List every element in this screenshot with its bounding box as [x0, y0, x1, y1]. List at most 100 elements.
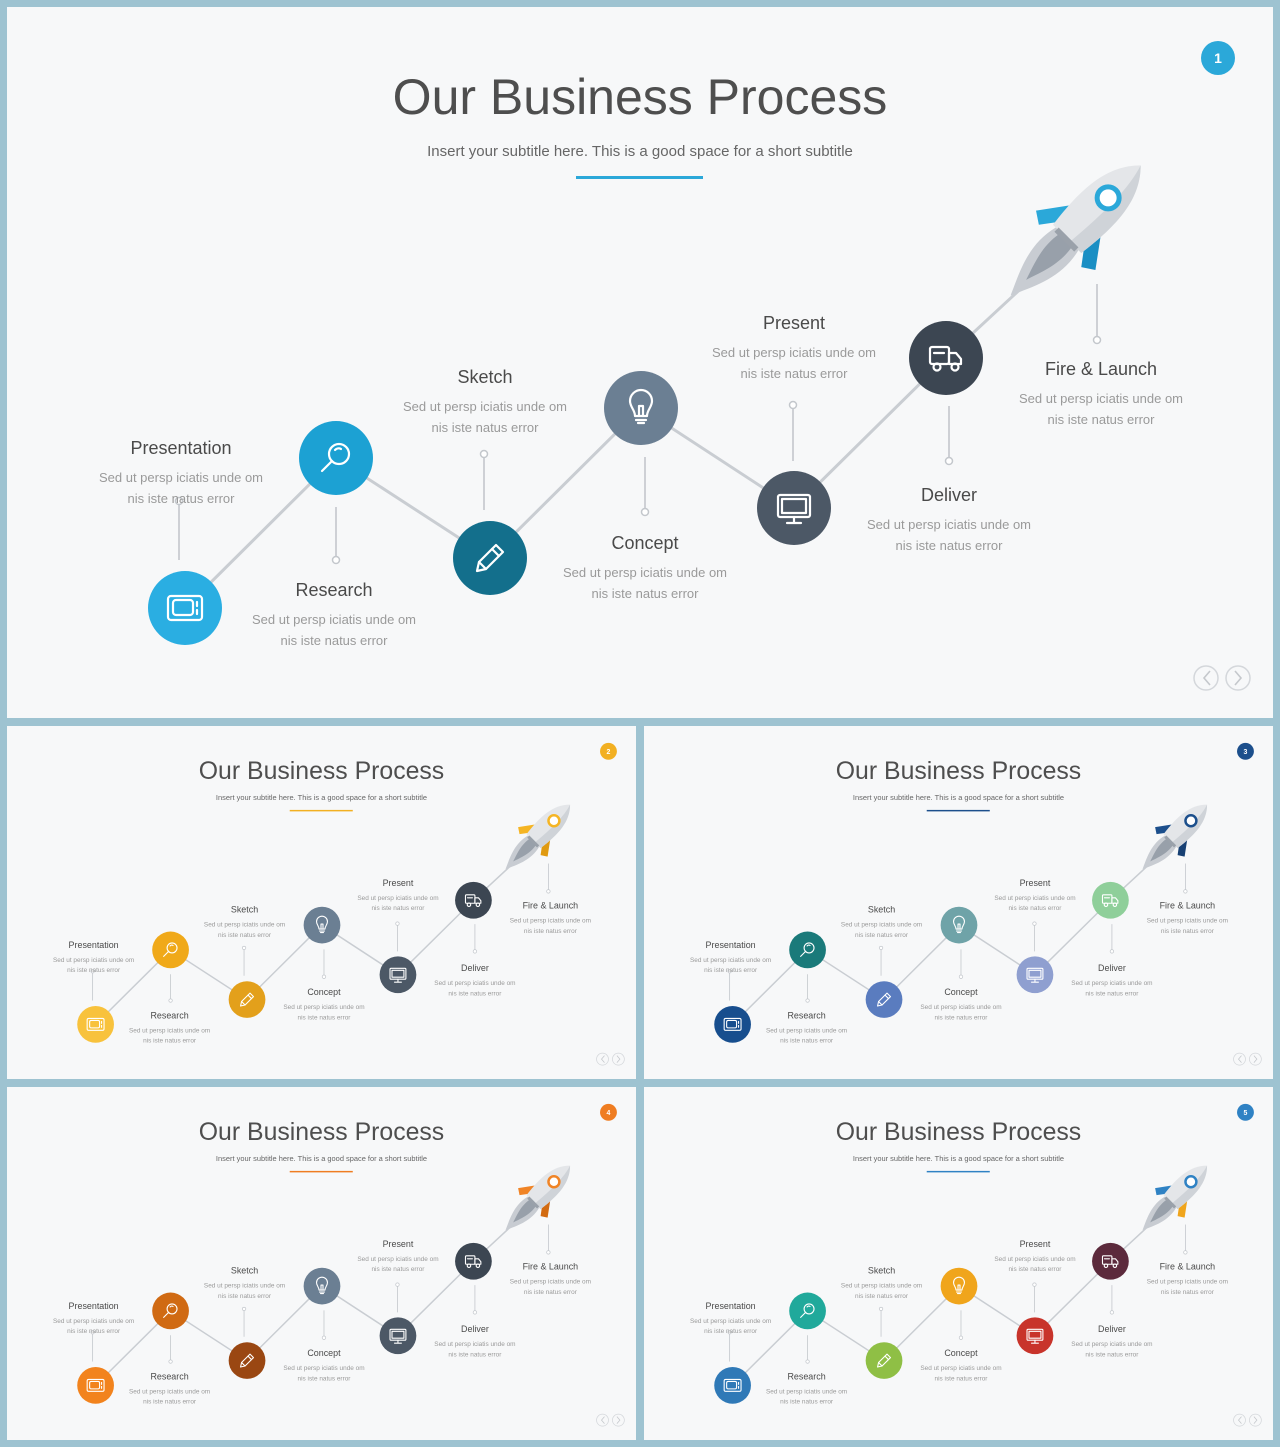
slide-title: Our Business Process: [393, 69, 888, 125]
step-label: Deliver: [1098, 1324, 1126, 1334]
step-desc-line: nis iste natus error: [281, 633, 389, 648]
step-desc-line: nis iste natus error: [704, 1328, 758, 1335]
step-desc-line: Sed ut persp iciatis unde om: [510, 918, 591, 925]
slide-subtitle: Insert your subtitle here. This is a goo…: [853, 793, 1064, 802]
pencil-icon: [877, 1353, 892, 1368]
step-node-presentation: [148, 571, 222, 645]
step-desc-line: Sed ut persp iciatis unde om: [1147, 918, 1228, 925]
step-desc-line: Sed ut persp iciatis unde om: [563, 565, 727, 580]
prev-arrow-icon[interactable]: [596, 1413, 609, 1427]
next-arrow-icon[interactable]: [1249, 1052, 1262, 1066]
step-label: Presentation: [130, 438, 231, 458]
step-desc-line: Sed ut persp iciatis unde om: [841, 922, 922, 929]
pencil-icon: [475, 543, 505, 573]
prev-arrow-icon[interactable]: [1233, 1413, 1246, 1427]
step-desc-line: nis iste natus error: [896, 538, 1004, 553]
monitor-icon: [723, 1017, 742, 1031]
slide-number-badge: 2: [600, 742, 617, 760]
next-arrow-icon[interactable]: [612, 1052, 625, 1066]
search-icon: [800, 942, 815, 957]
monitor-icon: [86, 1378, 105, 1392]
step-desc-line: nis iste natus error: [524, 928, 578, 935]
step-label: Fire & Launch: [1045, 359, 1157, 379]
step-desc-line: nis iste natus error: [143, 1399, 197, 1406]
step-node-concept: [303, 1267, 341, 1305]
truck-icon: [1101, 1255, 1119, 1269]
step-desc-line: nis iste natus error: [780, 1399, 834, 1406]
step-desc-line: Sed ut persp iciatis unde om: [53, 1318, 134, 1325]
slide-subtitle: Insert your subtitle here. This is a goo…: [216, 793, 427, 802]
rocket-icon: [1142, 804, 1208, 870]
next-arrow-icon[interactable]: [612, 1413, 625, 1427]
step-desc-line: Sed ut persp iciatis unde om: [252, 612, 416, 627]
desktop-icon: [389, 967, 407, 983]
slide-number-badge: 4: [600, 1103, 617, 1121]
step-label: Present: [383, 878, 414, 888]
step-node-research: [152, 931, 189, 969]
step-node-presentation: [714, 1367, 751, 1404]
step-desc-line: nis iste natus error: [448, 991, 502, 998]
next-arrow-icon[interactable]: [1225, 665, 1251, 691]
step-desc-line: Sed ut persp iciatis unde om: [867, 517, 1031, 532]
step-desc-line: nis iste natus error: [67, 967, 121, 974]
slide-subtitle: Insert your subtitle here. This is a goo…: [216, 1154, 427, 1163]
rocket-icon: [505, 1165, 571, 1231]
desktop-icon: [1026, 967, 1044, 983]
prev-arrow-icon[interactable]: [1233, 1052, 1246, 1066]
step-label: Concept: [307, 1348, 341, 1358]
pencil-icon: [240, 1353, 255, 1368]
desktop-icon: [389, 1328, 407, 1344]
step-desc-line: Sed ut persp iciatis unde om: [766, 1027, 847, 1034]
step-label: Deliver: [1098, 963, 1126, 973]
step-node-presentation: [77, 1367, 114, 1404]
prev-arrow-icon[interactable]: [1193, 665, 1219, 691]
step-desc-line: nis iste natus error: [218, 1293, 272, 1300]
slide-number-badge: 5: [1237, 1103, 1254, 1121]
prev-arrow-icon[interactable]: [596, 1052, 609, 1066]
step-node-present: [757, 471, 831, 545]
step-label: Research: [150, 1371, 188, 1381]
step-desc-line: nis iste natus error: [1048, 412, 1156, 427]
title-underline: [289, 809, 353, 812]
step-desc-line: nis iste natus error: [1085, 1352, 1139, 1359]
step-label: Deliver: [921, 485, 977, 505]
step-desc-line: nis iste natus error: [298, 1375, 352, 1382]
lightbulb-icon: [315, 1276, 329, 1295]
truck-icon: [464, 1255, 482, 1269]
step-desc-line: nis iste natus error: [592, 586, 700, 601]
title-underline: [289, 1170, 353, 1173]
step-node-sketch: [865, 1342, 903, 1379]
slide-title: Our Business Process: [836, 758, 1081, 785]
next-arrow-icon[interactable]: [1249, 1413, 1262, 1427]
step-desc-line: Sed ut persp iciatis unde om: [1019, 391, 1183, 406]
step-label: Fire & Launch: [1160, 1262, 1216, 1272]
step-desc-line: Sed ut persp iciatis unde om: [357, 895, 438, 902]
monitor-icon: [166, 594, 204, 622]
step-node-deliver: [909, 321, 983, 395]
step-node-deliver: [1092, 1242, 1129, 1280]
step-node-concept: [940, 906, 978, 944]
step-desc-line: Sed ut persp iciatis unde om: [434, 1341, 515, 1348]
step-desc-line: Sed ut persp iciatis unde om: [204, 1283, 285, 1290]
step-label: Sketch: [231, 1266, 258, 1276]
slide-title: Our Business Process: [199, 758, 444, 785]
step-node-present: [1016, 1317, 1054, 1355]
lightbulb-icon: [628, 388, 654, 425]
step-node-research: [789, 1292, 826, 1330]
slide-number-badge: 3: [1237, 742, 1254, 760]
